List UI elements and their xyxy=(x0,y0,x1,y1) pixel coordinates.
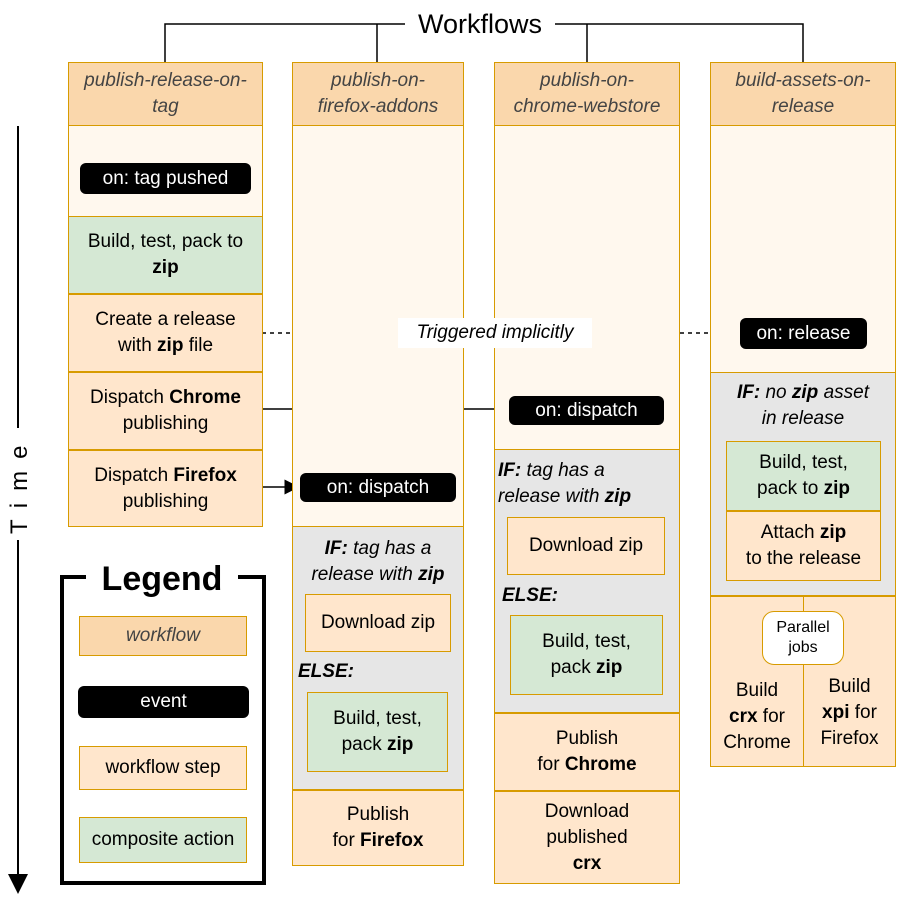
else-keyword: ELSE: xyxy=(298,659,378,685)
composite-build-test-pack: Build, test, pack to zip xyxy=(726,441,881,511)
event-dispatch-firefox: on: dispatch xyxy=(300,473,456,502)
workflows-title: Workflows xyxy=(405,6,555,42)
step-text-bold: Chrome xyxy=(169,387,241,408)
step-create-release: Create a release with zip file xyxy=(68,294,263,372)
composite-build-test-pack: Build, test, pack to zip xyxy=(68,216,263,294)
step-text: to the release xyxy=(745,548,862,569)
condition-part-bold: zip xyxy=(604,486,632,507)
step-download-zip: Download zip xyxy=(305,594,451,652)
step-text: Build xyxy=(828,676,871,697)
step-text: for xyxy=(537,754,565,775)
step-text-bold: crx xyxy=(572,852,602,874)
if-keyword: IF: xyxy=(498,460,522,481)
step-text: published xyxy=(546,826,628,848)
step-text: Build, test, pack to xyxy=(87,231,244,252)
step-text: Dispatch xyxy=(94,464,174,486)
event-dispatch-chrome: on: dispatch xyxy=(509,396,664,425)
composite-build-test-pack: Build, test, pack zip xyxy=(307,692,448,772)
condition-part-bold: zip xyxy=(791,382,819,403)
step-text: file xyxy=(183,335,214,356)
step-text: Build xyxy=(735,680,779,701)
step-text-bold: xpi xyxy=(822,702,850,723)
event-release: on: release xyxy=(740,318,867,349)
step-text-bold: zip xyxy=(387,734,414,755)
step-text: pack to xyxy=(757,478,824,499)
legend-workflow: workflow xyxy=(79,616,247,656)
parallel-jobs-label: Parallel jobs xyxy=(762,611,844,665)
if-keyword: IF: xyxy=(324,538,348,559)
event-tag-pushed: on: tag pushed xyxy=(80,163,251,194)
else-text: ELSE: xyxy=(502,585,558,606)
step-text: pack xyxy=(550,657,597,678)
condition-part: tag has a xyxy=(521,460,605,481)
step-publish-firefox: Publish for Firefox xyxy=(292,790,464,866)
step-text-bold: zip xyxy=(819,522,847,543)
step-text: Publish xyxy=(555,728,619,749)
workflow-header-build-assets-on-release: build-assets-on- release xyxy=(710,62,896,126)
step-text-bold: Chrome xyxy=(564,754,637,775)
step-dispatch-chrome: Dispatch Chrome publishing xyxy=(68,372,263,450)
condition-part-bold: zip xyxy=(418,564,445,585)
condition-part: release with xyxy=(311,564,419,585)
step-text: Build, test, xyxy=(542,631,631,652)
step-text: publishing xyxy=(122,413,209,434)
if-keyword: IF: xyxy=(736,382,761,403)
workflows-bracket xyxy=(164,23,804,62)
legend-event: event xyxy=(78,686,249,718)
condition-part: asset xyxy=(818,382,869,403)
condition-text: IF: tag has a release with zip xyxy=(296,536,460,588)
legend-title: Legend xyxy=(86,557,238,601)
condition-text: IF: tag has a release with zip xyxy=(498,458,638,510)
step-text: Download xyxy=(544,800,630,822)
condition-part: release with xyxy=(498,486,605,507)
step-text: Build, test, xyxy=(333,708,422,729)
step-text-bold: zip xyxy=(157,335,184,356)
workflow-header-publish-release-on-tag: publish-release-on- tag xyxy=(68,62,263,126)
step-text: with xyxy=(117,335,158,356)
legend-composite-action: composite action xyxy=(79,817,247,863)
step-text: for xyxy=(332,830,361,851)
step-text-bold: Firefox xyxy=(173,464,237,486)
step-download-zip: Download zip xyxy=(507,517,665,575)
else-keyword: ELSE: xyxy=(502,583,582,609)
step-text: Build, test, xyxy=(759,452,848,473)
step-attach-zip: Attach zip to the release xyxy=(726,511,881,581)
step-text-bold: zip xyxy=(823,478,850,499)
step-text: for xyxy=(849,702,877,723)
step-text: Publish xyxy=(346,804,410,825)
time-label: Time xyxy=(6,430,33,538)
step-text-bold: zip xyxy=(152,257,179,278)
step-text: Attach xyxy=(760,522,820,543)
condition-text: IF: no zip asset in release xyxy=(712,380,894,432)
step-text: Dispatch xyxy=(90,387,170,408)
condition-part: tag has a xyxy=(347,538,432,559)
workflow-header-publish-on-firefox-addons: publish-on- firefox-addons xyxy=(292,62,464,126)
step-dispatch-firefox: Dispatch Firefox publishing xyxy=(68,450,263,527)
workflow-header-publish-on-chrome-webstore: publish-on- chrome-webstore xyxy=(494,62,680,126)
step-publish-chrome: Publish for Chrome xyxy=(494,713,680,791)
triggered-implicitly-label: Triggered implicitly xyxy=(398,318,592,348)
step-text-bold: crx xyxy=(729,706,758,727)
step-text: Chrome xyxy=(723,732,791,753)
step-text: pack xyxy=(341,734,388,755)
condition-part: in release xyxy=(761,408,845,429)
legend-workflow-step: workflow step xyxy=(79,746,247,790)
step-text-bold: Firefox xyxy=(360,830,424,851)
condition-part: no xyxy=(760,382,792,403)
step-text: Firefox xyxy=(820,728,879,749)
step-text: publishing xyxy=(122,490,209,512)
step-text: Create a release xyxy=(95,309,236,330)
step-text: for xyxy=(757,706,785,727)
step-download-published-crx: Download published crx xyxy=(494,791,680,884)
else-text: ELSE: xyxy=(298,661,354,682)
composite-build-test-pack: Build, test, pack zip xyxy=(510,615,663,695)
step-text-bold: zip xyxy=(596,657,623,678)
